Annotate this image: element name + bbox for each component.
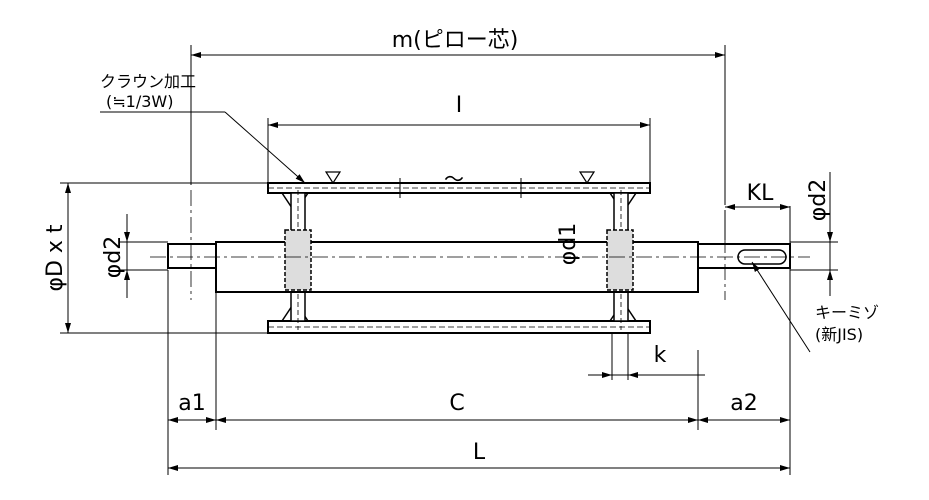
label-keyway-std: (新JIS) (815, 325, 863, 344)
label-a1: a1 (178, 391, 205, 416)
roller-shell (267, 178, 651, 334)
label-a2: a2 (730, 391, 757, 416)
center-lines (150, 190, 810, 300)
label-phi-d1: φd1 (556, 223, 581, 265)
dimension-lines (65, 52, 833, 471)
leader-lines (100, 111, 811, 353)
finish-marks (324, 171, 596, 185)
label-m: m(ピロー芯) (392, 28, 519, 53)
label-k: k (654, 343, 667, 368)
label-keyway: キーミゾ (815, 303, 879, 322)
label-phi-d2-left: φd2 (101, 236, 126, 278)
hub-right (606, 229, 634, 291)
label-phi-D-t: φD x t (43, 224, 68, 291)
label-L: L (473, 440, 486, 465)
label-phi-d2-right: φd2 (806, 179, 831, 221)
hubs (284, 229, 634, 291)
label-tilde: ～ (444, 167, 464, 191)
label-crown: クラウン加工 (100, 72, 196, 91)
label-C: C (449, 391, 464, 416)
hub-left (284, 229, 312, 291)
label-crown-ratio: (≒1/3W) (106, 92, 173, 111)
label-I: I (456, 93, 463, 118)
shaft (167, 241, 791, 293)
label-KL: KL (747, 181, 774, 206)
